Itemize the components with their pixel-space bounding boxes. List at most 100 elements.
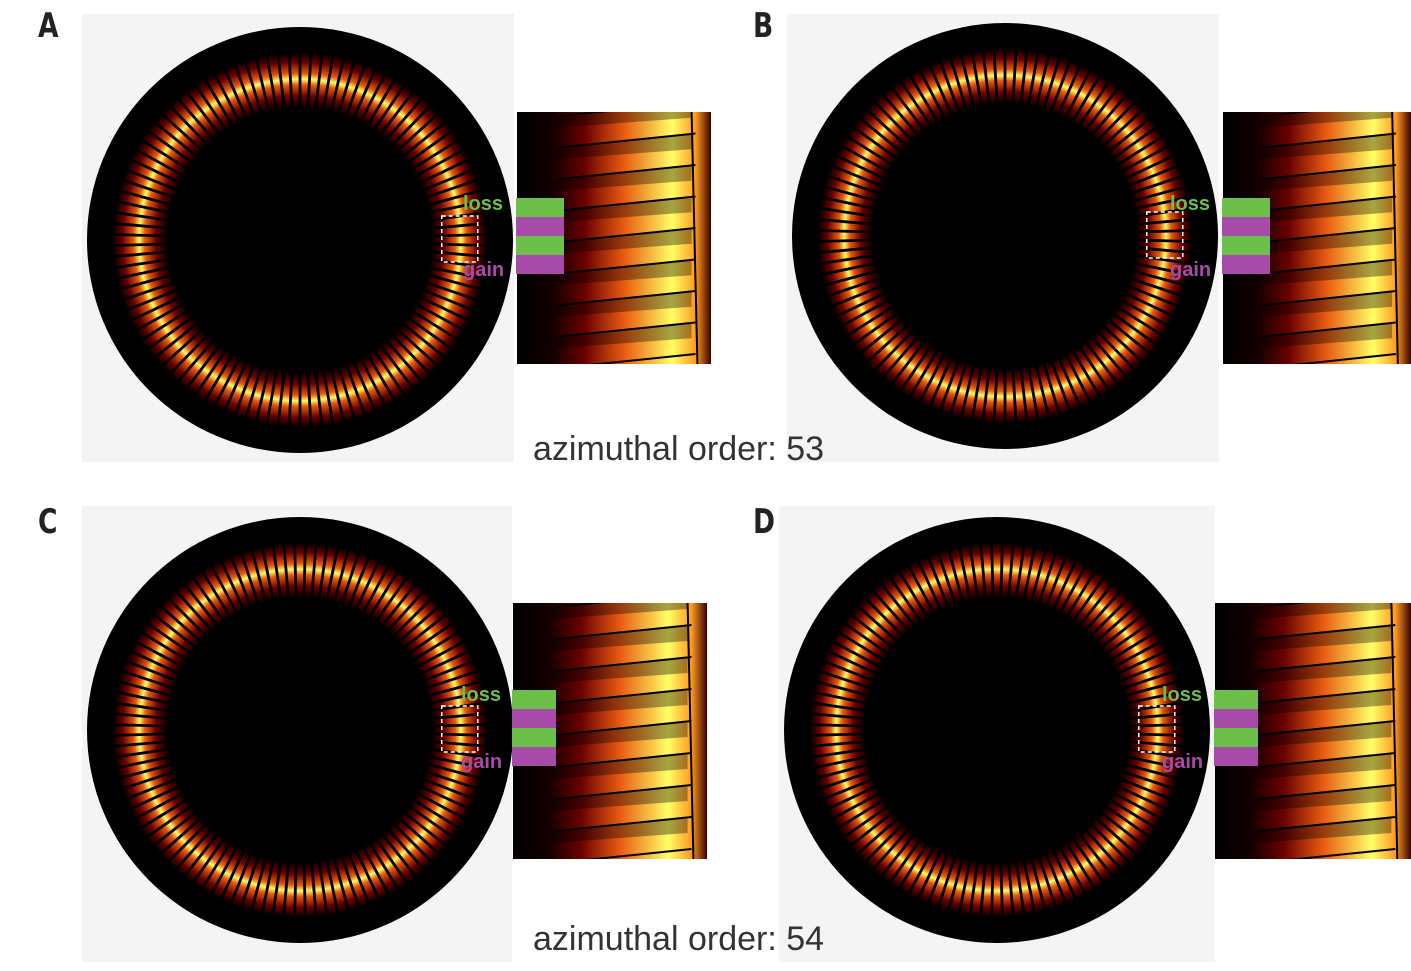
mode-node-line [1098, 611, 1147, 651]
mode-node-line [1076, 343, 1112, 394]
mode-node-line [824, 783, 880, 812]
mode-node-line [1011, 46, 1018, 107]
segment-boundary [1264, 195, 1397, 212]
mode-node-line [409, 137, 461, 172]
mode-node-line [1122, 679, 1181, 698]
mode-node-line [167, 103, 211, 148]
segment-boundary [1264, 164, 1397, 180]
mode-node-line [112, 747, 172, 759]
mode-node-line [111, 739, 171, 748]
mode-node-line [817, 253, 877, 266]
mode-node-line [401, 809, 450, 849]
mode-node-line [1093, 815, 1140, 857]
dark-segment [555, 112, 692, 128]
segment-boundary [555, 784, 692, 800]
mode-node-line [813, 762, 872, 781]
mode-node-line [1100, 322, 1146, 365]
mode-node-line [417, 783, 473, 812]
mode-node-line [1124, 163, 1182, 189]
zoom-region-box [441, 215, 479, 263]
segment-boundary [555, 688, 692, 704]
mode-node-line [1014, 858, 1026, 918]
mode-node-line [811, 690, 870, 706]
mode-node-line [371, 82, 407, 133]
segment-boundary [1264, 112, 1312, 117]
mode-node-line [112, 701, 172, 713]
mode-node-line [888, 84, 928, 134]
mode-node-line [152, 320, 200, 361]
dark-segment [1260, 165, 1393, 191]
dark-segment [555, 133, 692, 160]
segment-boundary [1258, 784, 1396, 800]
mode-node-line [416, 294, 472, 323]
mode-node-line [116, 679, 175, 698]
mode-node-line [232, 61, 257, 119]
mode-node-line [880, 333, 922, 381]
mode-node-line [811, 754, 870, 770]
mode-node-line [181, 831, 221, 880]
mode-node-line [927, 354, 954, 410]
mode-node-line [351, 66, 378, 122]
mode-node-line [878, 831, 918, 880]
mode-node-line [1029, 855, 1048, 914]
mode-node-line [110, 723, 171, 728]
mode-node-line [888, 338, 928, 388]
mode-node-line [346, 553, 372, 610]
loss-label: loss [463, 193, 504, 215]
dark-segment [1260, 112, 1393, 128]
mode-node-line [389, 332, 433, 377]
mode-node-line [838, 297, 892, 329]
mode-node-line [343, 361, 368, 419]
mode-node-line [829, 638, 884, 670]
mode-node-line [112, 210, 172, 223]
mode-node-line [306, 50, 313, 111]
mode-node-line [1121, 290, 1177, 319]
mode-node-line [212, 355, 242, 410]
mode-node-line [419, 167, 477, 193]
mode-node-line [850, 124, 901, 162]
segment-boundary [1292, 353, 1397, 364]
segment-boundary [1258, 624, 1396, 640]
mode-node-line [173, 587, 215, 634]
mode-node-line [1021, 857, 1037, 916]
mode-node-line [807, 723, 868, 728]
mode-node-line [271, 542, 283, 602]
mode-node-line [400, 119, 448, 160]
mode-node-line [833, 153, 889, 182]
mode-node-line [948, 359, 969, 418]
mode-node-line [825, 276, 883, 298]
mode-node-line [425, 272, 484, 292]
mode-node-line [1036, 549, 1058, 607]
mode-node-line [1134, 228, 1195, 234]
mode-node-line [1057, 843, 1089, 898]
mode-node-line [429, 232, 490, 238]
mode-node-line [880, 91, 922, 139]
mode-node-line [329, 55, 346, 114]
mode-node-line [824, 648, 880, 677]
dark-segment [551, 625, 688, 651]
mode-node-line [1050, 557, 1079, 613]
mode-node-line [817, 206, 877, 219]
gain-label: gain [1170, 259, 1212, 281]
mode-node-line [821, 268, 880, 288]
mode-node-line [239, 549, 261, 607]
mode-node-line [114, 690, 173, 706]
mode-node-line [116, 272, 175, 292]
mode-node-line [1126, 732, 1187, 737]
mode-node-line [1082, 84, 1122, 134]
mode-node-line [1130, 184, 1189, 204]
segment-boundary [559, 227, 696, 243]
mode-node-line [396, 603, 443, 645]
mode-node-line [1011, 365, 1018, 426]
mode-node-line [1127, 174, 1185, 196]
segment-boundary [1258, 720, 1396, 736]
segment-boundary [1264, 290, 1397, 306]
mode-node-line [970, 363, 984, 423]
mode-node-line [1056, 354, 1083, 410]
mode-node-line [835, 797, 888, 831]
mode-node-line [324, 544, 340, 603]
mode-node-line [1018, 47, 1029, 108]
mode-node-line [825, 174, 883, 196]
mode-node-line [404, 128, 455, 166]
mode-node-line [835, 629, 888, 663]
